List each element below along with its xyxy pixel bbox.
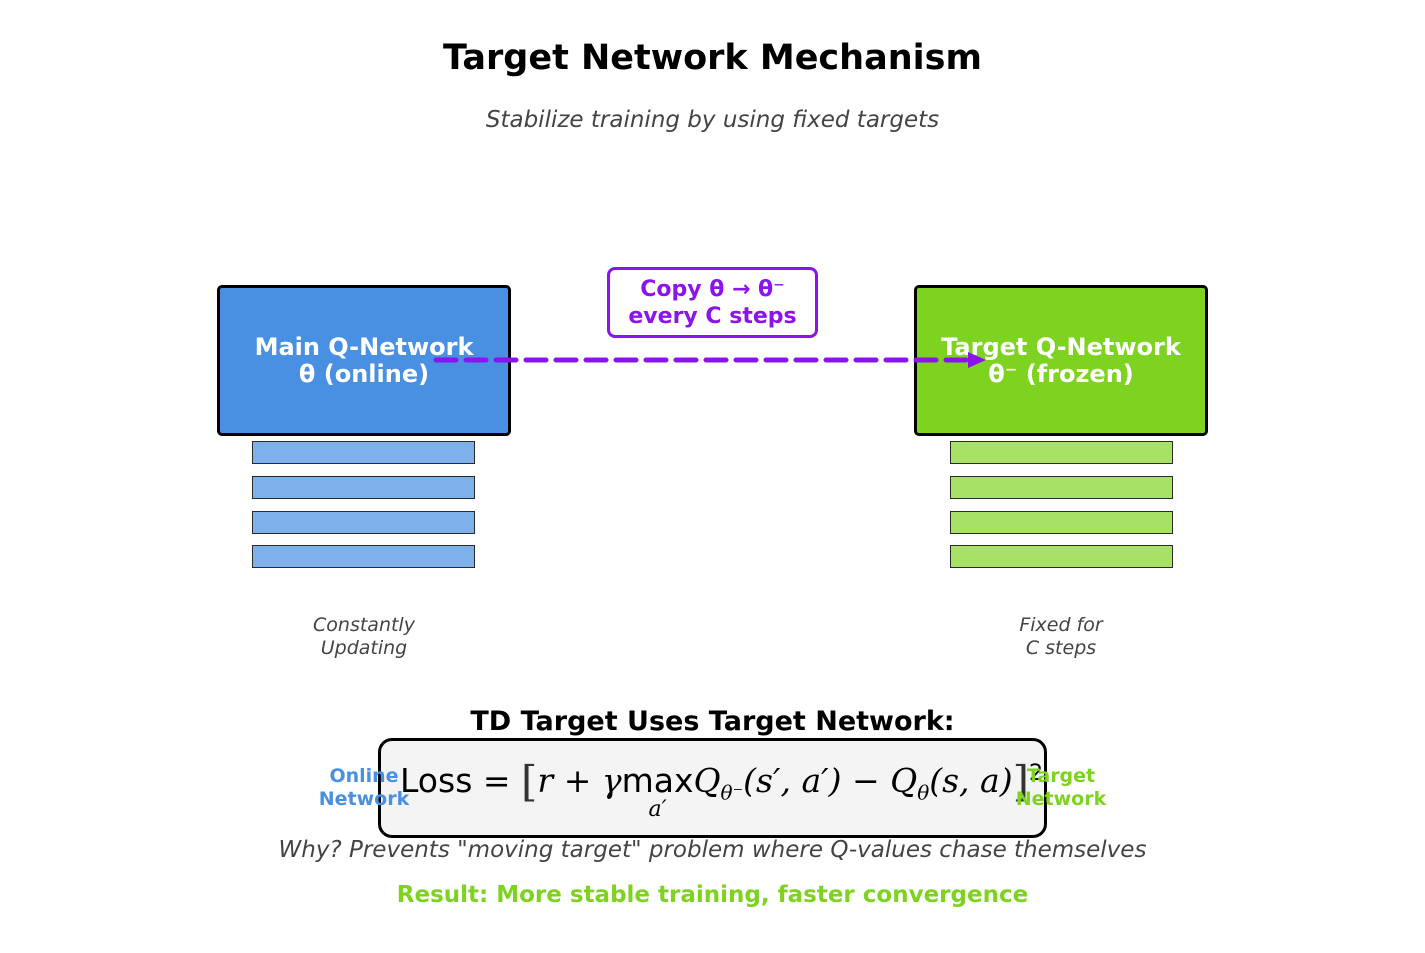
formula-open-bracket: [ [521,757,538,806]
main-network-layer [252,441,475,464]
formula-args-online: (s, a) [929,761,1013,800]
copy-label-line2: every C steps [628,303,797,329]
formula-loss: Loss [400,761,473,800]
main-network-layer [252,545,475,568]
formula-minus: − [841,761,891,800]
main-network-note-line2: Updating [320,637,408,659]
main-network-note-line1: Constantly [313,614,415,636]
online-network-label: Online Network [304,765,424,811]
main-network-layer [252,511,475,534]
formula-eq: = [472,761,522,800]
target-network-note-line2: C steps [1025,637,1097,659]
main-q-network-params: θ (online) [298,359,430,388]
target-label-line2: Network [1015,788,1107,810]
main-network-note: Constantly Updating [214,614,514,660]
target-network-layer [950,476,1173,499]
formula-plus: + [553,761,602,800]
td-target-heading: TD Target Uses Target Network: [470,706,955,737]
formula-max-text: max [621,761,694,800]
formula-q-target-sub: θ⁻ [720,780,744,805]
target-network-layer [950,441,1173,464]
online-label-line1: Online [329,765,399,787]
target-network-layer [950,545,1173,568]
diagram-subtitle: Stabilize training by using fixed target… [485,107,940,133]
copy-label-line1: Copy θ → θ⁻ [640,276,785,302]
formula-max-subscript: a′ [648,797,667,822]
main-q-network-label: Main Q-Network [254,332,474,361]
target-q-network-label: Target Q-Network [941,332,1181,361]
diagram-title: Target Network Mechanism [443,38,982,78]
formula-gamma: γ [601,761,622,800]
main-q-network-box: Main Q-Network θ (online) [217,285,511,436]
formula-q-online: Q [890,761,918,800]
copy-arrow-head [968,352,986,368]
formula-r: r [537,761,554,800]
online-label-line2: Network [318,788,410,810]
formula-power: 2 [1028,761,1043,786]
formula-args-target: (s′, a′) [743,761,842,800]
why-explanation: Why? Prevents "moving target" problem wh… [278,837,1147,863]
formula-q-target: Q [693,761,721,800]
formula-close-bracket: ] [1012,757,1029,806]
target-network-note-line1: Fixed for [1019,614,1103,636]
copy-label-box: Copy θ → θ⁻ every C steps [607,267,818,338]
target-label-line1: Target [1026,765,1096,787]
target-network-label: Target Network [1001,765,1121,811]
target-network-note: Fixed for C steps [911,614,1211,660]
formula-box [378,738,1047,838]
formula-q-online-sub: θ [917,780,930,805]
main-network-layer [252,476,475,499]
target-network-layer [950,511,1173,534]
result-statement: Result: More stable training, faster con… [396,882,1029,908]
target-q-network-params: θ⁻ (frozen) [988,359,1134,388]
